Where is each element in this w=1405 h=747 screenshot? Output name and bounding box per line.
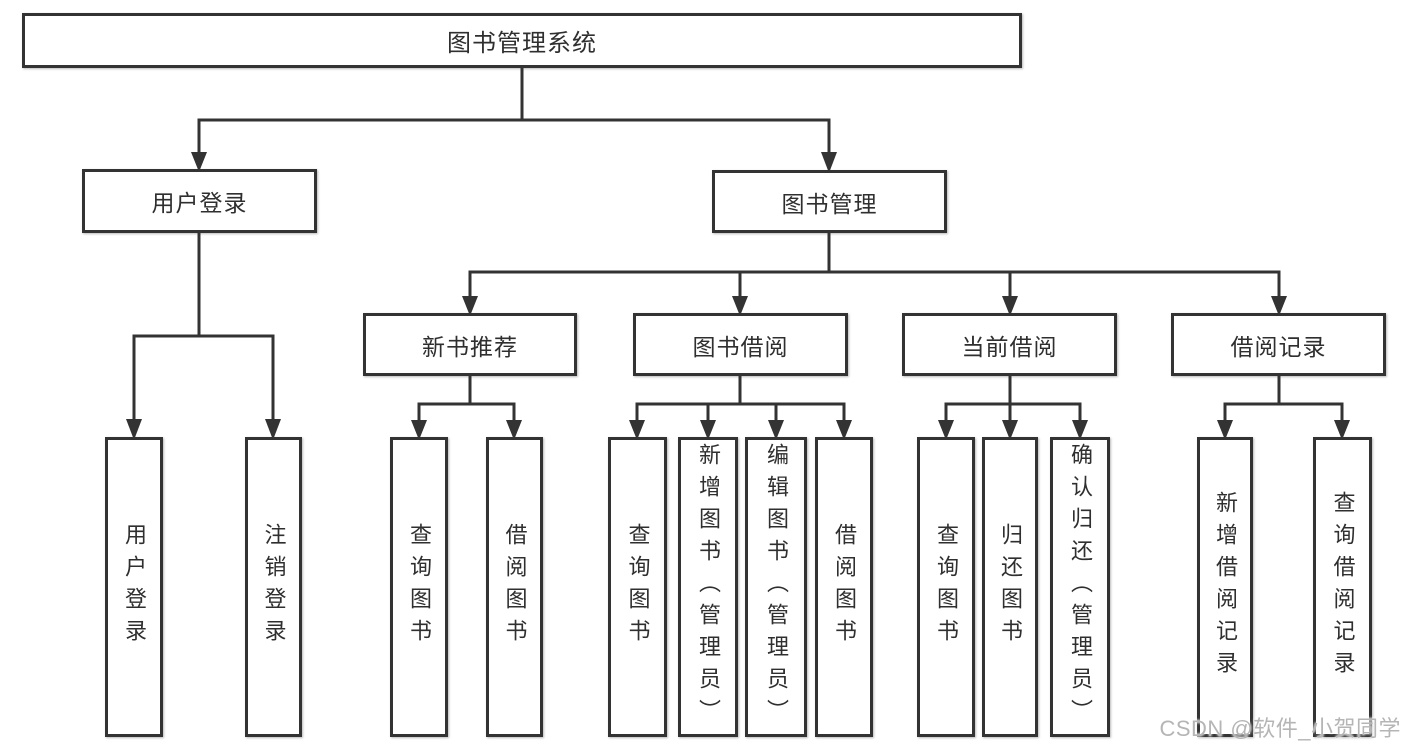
csdn-watermark: CSDN @软件_小贺同学 <box>1159 716 1401 741</box>
leaf-query-books-current: 查询图书 <box>917 437 975 737</box>
leaf-confirm-return-admin-label: 确认归还（管理员） <box>1068 443 1093 731</box>
node-user-login-group: 用户登录 <box>82 169 317 233</box>
leaf-add-borrow-record: 新增借阅记录 <box>1197 437 1253 737</box>
leaf-borrow-books-label: 借阅图书 <box>832 523 857 651</box>
leaf-borrow-books-recommend-label: 借阅图书 <box>502 523 528 651</box>
leaf-query-books-recommend-label: 查询图书 <box>407 523 432 651</box>
node-borrow-records: 借阅记录 <box>1171 313 1386 376</box>
leaf-edit-book-admin: 编辑图书（管理员） <box>745 437 807 737</box>
leaf-add-book-admin: 新增图书（管理员） <box>678 437 738 737</box>
node-new-book-recommend: 新书推荐 <box>363 313 577 376</box>
leaf-logout-label: 注销登录 <box>261 523 287 651</box>
leaf-query-books-current-label: 查询图书 <box>934 523 959 651</box>
leaf-user-login-label: 用户登录 <box>122 523 147 651</box>
leaf-borrow-books: 借阅图书 <box>815 437 873 737</box>
leaf-query-books-borrow: 查询图书 <box>608 437 667 737</box>
leaf-query-borrow-record: 查询借阅记录 <box>1313 437 1372 737</box>
leaf-edit-book-admin-label: 编辑图书（管理员） <box>764 443 789 731</box>
leaf-query-books-recommend: 查询图书 <box>390 437 448 737</box>
leaf-add-book-admin-label: 新增图书（管理员） <box>696 443 721 731</box>
leaf-return-book-label: 归还图书 <box>998 523 1023 651</box>
arrowheads <box>126 152 1350 440</box>
leaf-confirm-return-admin: 确认归还（管理员） <box>1050 437 1110 737</box>
leaf-query-books-borrow-label: 查询图书 <box>625 523 651 651</box>
leaf-query-borrow-record-label: 查询借阅记录 <box>1330 491 1356 683</box>
leaf-logout: 注销登录 <box>245 437 302 737</box>
node-book-management: 图书管理 <box>712 170 947 233</box>
leaf-return-book: 归还图书 <box>982 437 1038 737</box>
leaf-user-login: 用户登录 <box>105 437 163 737</box>
node-root: 图书管理系统 <box>22 13 1022 68</box>
leaf-add-borrow-record-label: 新增借阅记录 <box>1213 491 1238 683</box>
node-book-borrow: 图书借阅 <box>633 313 848 376</box>
node-current-borrow: 当前借阅 <box>902 313 1117 376</box>
leaf-borrow-books-recommend: 借阅图书 <box>486 437 543 737</box>
